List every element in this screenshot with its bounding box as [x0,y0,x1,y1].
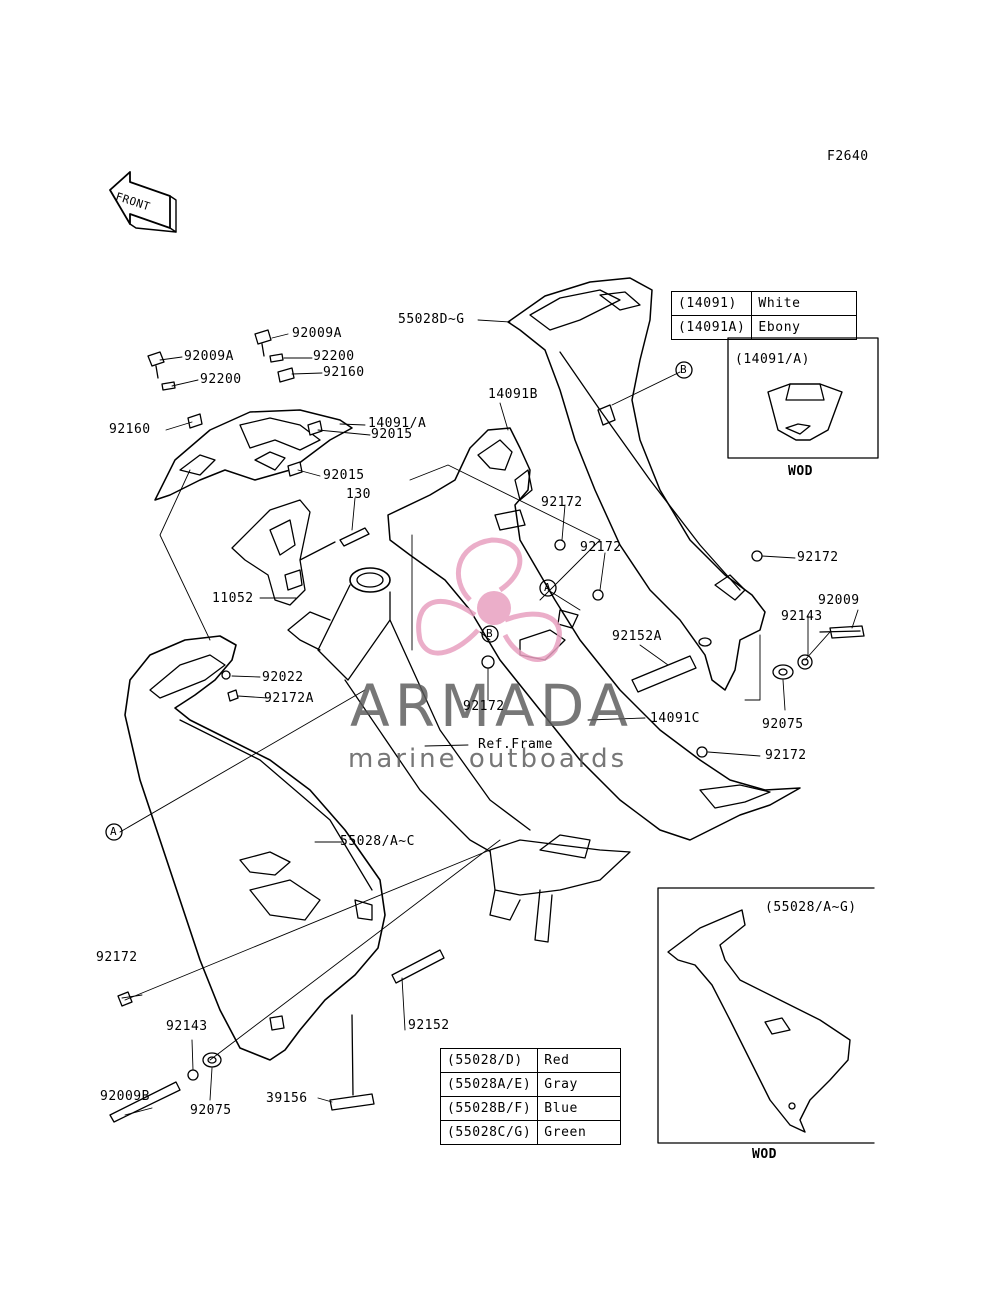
color-cell: Gray [537,1072,622,1097]
part-callout: 92172 [541,495,583,510]
part-callout: 92022 [262,670,304,685]
cover-color-table: (14091) White (14091A) Ebony [670,291,858,340]
inset-bottom-title: (55028/A~G) [765,900,857,915]
part-callout: 92160 [109,422,151,437]
reference-letter: B [486,627,494,640]
color-cell: Green [537,1120,622,1145]
color-cell: Blue [537,1096,622,1121]
part-callout: 92075 [762,717,804,732]
part-callout: 55028D~G [398,312,465,327]
inset-top-title: (14091/A) [735,352,810,367]
table-row: (55028B/F) Blue [439,1096,622,1121]
part-code-cell: (55028C/G) [439,1120,539,1145]
inner-cover-14091B [387,427,801,841]
color-cell: White [751,291,858,316]
leader-lines [119,319,859,1116]
part-callout: 92015 [323,468,365,483]
part-callout: 11052 [212,591,254,606]
part-callout: 92143 [781,609,823,624]
part-callout: 130 [346,487,371,502]
top-cover-14091 [154,409,353,501]
right-side-cover-55028D [507,277,766,691]
part-callout: 92009B [100,1089,150,1104]
part-callout: 92009A [292,326,342,341]
part-callout: 14091/A [368,416,427,431]
part-callout: 92009 [818,593,860,608]
part-callout: 92009A [184,349,234,364]
bracket-11052 [231,499,336,606]
part-callout: 92143 [166,1019,208,1034]
table-row: (55028C/G) Green [439,1120,622,1145]
watermark-brand: ARMADA [350,672,634,740]
left-side-cover-55028 [124,635,386,1061]
part-callout: 92152 [408,1018,450,1033]
part-callout: 92075 [190,1103,232,1118]
part-code-cell: (14091) [670,291,753,316]
table-row: (55028/D) Red [439,1048,622,1073]
frame-steering-column [287,567,631,943]
part-callout: 92172 [96,950,138,965]
side-cover-color-table: (55028/D) Red (55028A/E) Gray (55028B/F)… [439,1048,622,1145]
table-row: (14091A) Ebony [670,315,858,340]
part-callout: 92015 [371,427,413,442]
part-callout: 92200 [313,349,355,364]
part-callout: 92172 [765,748,807,763]
part-callout: 92172 [463,699,505,714]
reference-marks [105,361,693,841]
table-row: (14091) White [670,291,858,316]
part-code-cell: (55028A/E) [439,1072,539,1097]
inset-bottom-caption: WOD [752,1147,777,1162]
reference-letter: A [110,825,118,838]
part-callout: 92160 [323,365,365,380]
reference-letter: A [544,581,552,594]
figure-code: F2640 [827,149,869,164]
watermark-tagline: marine outboards [348,744,628,774]
part-code-cell: (14091A) [670,315,753,340]
table-row: (55028A/E) Gray [439,1072,622,1097]
part-callout: Ref.Frame [478,737,553,752]
part-callout: 92172 [797,550,839,565]
part-code-cell: (55028/D) [439,1048,539,1073]
front-arrow-icon [109,171,177,233]
part-callout: 92152A [612,629,662,644]
part-callout: 14091B [488,387,538,402]
part-callout: 14091C [650,711,700,726]
color-cell: Ebony [751,315,858,340]
part-callout: 55028/A~C [340,834,415,849]
fasteners [109,329,865,1123]
part-callout: 92172 [580,540,622,555]
inset-side-cover-55028 [657,887,875,1144]
part-callout: 39156 [266,1091,308,1106]
watermark-logo-icon [416,537,562,662]
inset-top-caption: WOD [788,464,813,479]
reference-letter: B [680,363,688,376]
part-callout: 92172A [264,691,314,706]
color-cell: Red [537,1048,622,1073]
part-code-cell: (55028B/F) [439,1096,539,1121]
part-callout: 92200 [200,372,242,387]
